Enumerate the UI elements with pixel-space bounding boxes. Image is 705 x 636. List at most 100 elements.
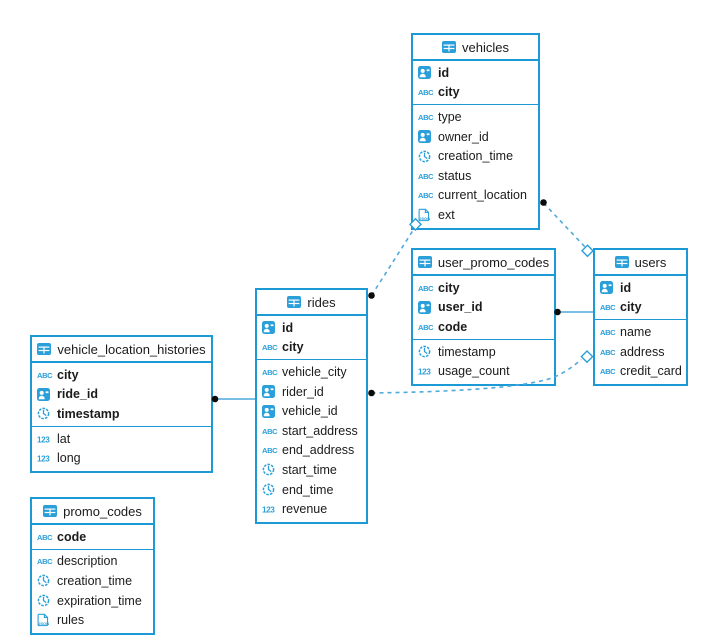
column-creation_time: creation_time: [32, 571, 153, 591]
column-name: creation_time: [438, 149, 514, 164]
text-type-icon: ABC: [600, 366, 619, 376]
table-header[interactable]: user_promo_codes: [413, 250, 554, 276]
table-name: rides: [307, 294, 336, 310]
id-type-icon: [418, 300, 437, 314]
table-header[interactable]: vehicles: [413, 35, 538, 61]
id-type-icon: [418, 130, 437, 144]
text-type-icon: ABC: [262, 367, 281, 377]
pk-separator: [595, 319, 686, 321]
column-name: revenue: [282, 502, 328, 517]
number-type-icon: 123: [37, 434, 56, 444]
column-name: type: [438, 109, 462, 124]
table-name: users: [634, 254, 667, 270]
text-type-icon: ABC: [37, 532, 56, 542]
diamond-marker: [581, 244, 594, 258]
column-name: code: [57, 529, 87, 544]
svg-text:123: 123: [418, 368, 431, 377]
svg-text:ABC: ABC: [418, 113, 434, 122]
column-name: id: [282, 320, 294, 335]
svg-text:ABC: ABC: [262, 368, 278, 377]
table-icon: [442, 41, 457, 53]
text-type-icon: ABC: [418, 171, 437, 181]
table-name: vehicle_location_histories: [57, 341, 206, 357]
timestamp-type-icon: [262, 483, 281, 496]
table-icon: [37, 343, 52, 355]
svg-text:ABC: ABC: [600, 328, 616, 337]
column-name: city: [438, 85, 460, 100]
svg-text:ABC: ABC: [600, 367, 616, 376]
table-icon: [417, 256, 432, 268]
table-header[interactable]: promo_codes: [32, 499, 153, 525]
svg-text:ABC: ABC: [262, 344, 278, 353]
table-header[interactable]: vehicle_location_histories: [32, 337, 211, 363]
diamond-marker: [580, 350, 594, 364]
svg-text:ABC: ABC: [418, 172, 434, 181]
column-id: id: [413, 63, 538, 83]
column-name: current_location: [438, 188, 527, 203]
column-vehicle_city: ABC vehicle_city: [257, 362, 366, 382]
column-timestamp: timestamp: [32, 404, 211, 424]
column-name: end_address: [282, 443, 355, 458]
column-type: ABC type: [413, 107, 538, 127]
text-type-icon: ABC: [418, 87, 437, 98]
column-name: user_id: [438, 300, 483, 315]
table-icon: [43, 505, 58, 517]
relationship-vehicle-location-histories-rides[interactable]: [211, 395, 255, 403]
table-header[interactable]: rides: [257, 290, 366, 316]
column-creation_time: creation_time: [413, 146, 538, 166]
column-end_time: end_time: [257, 480, 366, 500]
column-code: ABC code: [32, 527, 153, 547]
column-name: end_time: [282, 482, 334, 497]
text-type-icon: ABC: [600, 302, 619, 313]
relationship-user-promo-codes-users[interactable]: [554, 308, 593, 316]
json-type-icon: JSON: [418, 208, 437, 222]
svg-text:ABC: ABC: [37, 533, 53, 542]
id-type-icon: [37, 387, 56, 401]
id-type-icon: [600, 281, 619, 295]
column-name: city: [438, 280, 460, 295]
number-type-icon: 123: [37, 453, 56, 464]
text-type-icon: ABC: [418, 283, 437, 293]
column-name: city: [57, 367, 79, 382]
column-name: creation_time: [57, 573, 133, 588]
table-name: user_promo_codes: [437, 254, 550, 270]
column-name: vehicle_id: [282, 404, 338, 419]
timestamp-type-icon: [262, 463, 281, 476]
svg-text:ABC: ABC: [418, 89, 434, 98]
svg-text:ABC: ABC: [600, 348, 616, 357]
column-user_id: user_id: [413, 298, 554, 318]
text-type-icon: ABC: [262, 445, 281, 456]
column-name: id: [620, 280, 632, 295]
table-name: promo_codes: [63, 503, 142, 519]
column-name: vehicle_city: [282, 364, 347, 379]
text-type-icon: ABC: [418, 322, 437, 332]
number-type-icon: 123: [418, 366, 437, 377]
table-name: vehicles: [462, 39, 509, 55]
column-name: owner_id: [438, 129, 489, 144]
timestamp-type-icon: [418, 345, 437, 358]
timestamp-type-icon: [418, 150, 437, 163]
column-rider_id: rider_id: [257, 382, 366, 402]
column-id: id: [595, 278, 686, 298]
column-name: start_time: [282, 462, 337, 477]
svg-text:ABC: ABC: [37, 558, 53, 567]
table-header[interactable]: users: [595, 250, 686, 276]
column-name: code: [438, 319, 468, 334]
